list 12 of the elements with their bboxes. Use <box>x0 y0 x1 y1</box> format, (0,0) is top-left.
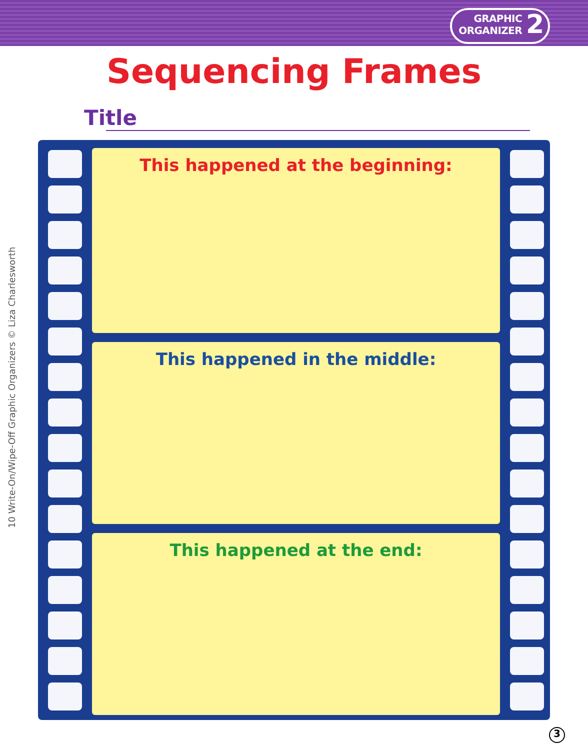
frame-heading: This happened in the middle: <box>154 350 438 370</box>
story-frame <box>92 148 500 333</box>
badge-text: GRAPHIC ORGANIZER <box>458 14 522 38</box>
page-title: Sequencing Frames <box>105 52 483 92</box>
frame-heading: This happened at the beginning: <box>138 156 454 176</box>
title-label: Title <box>84 106 138 130</box>
story-frame <box>92 342 500 524</box>
frame-heading: This happened at the end: <box>168 541 424 561</box>
story-frame <box>92 533 500 715</box>
badge-number: 2 <box>526 10 544 40</box>
page-number: 3 <box>549 727 565 743</box>
copyright-note: 10 Write-On/Wipe-Off Graphic Organizers © Liza Charlesworth <box>8 246 18 528</box>
